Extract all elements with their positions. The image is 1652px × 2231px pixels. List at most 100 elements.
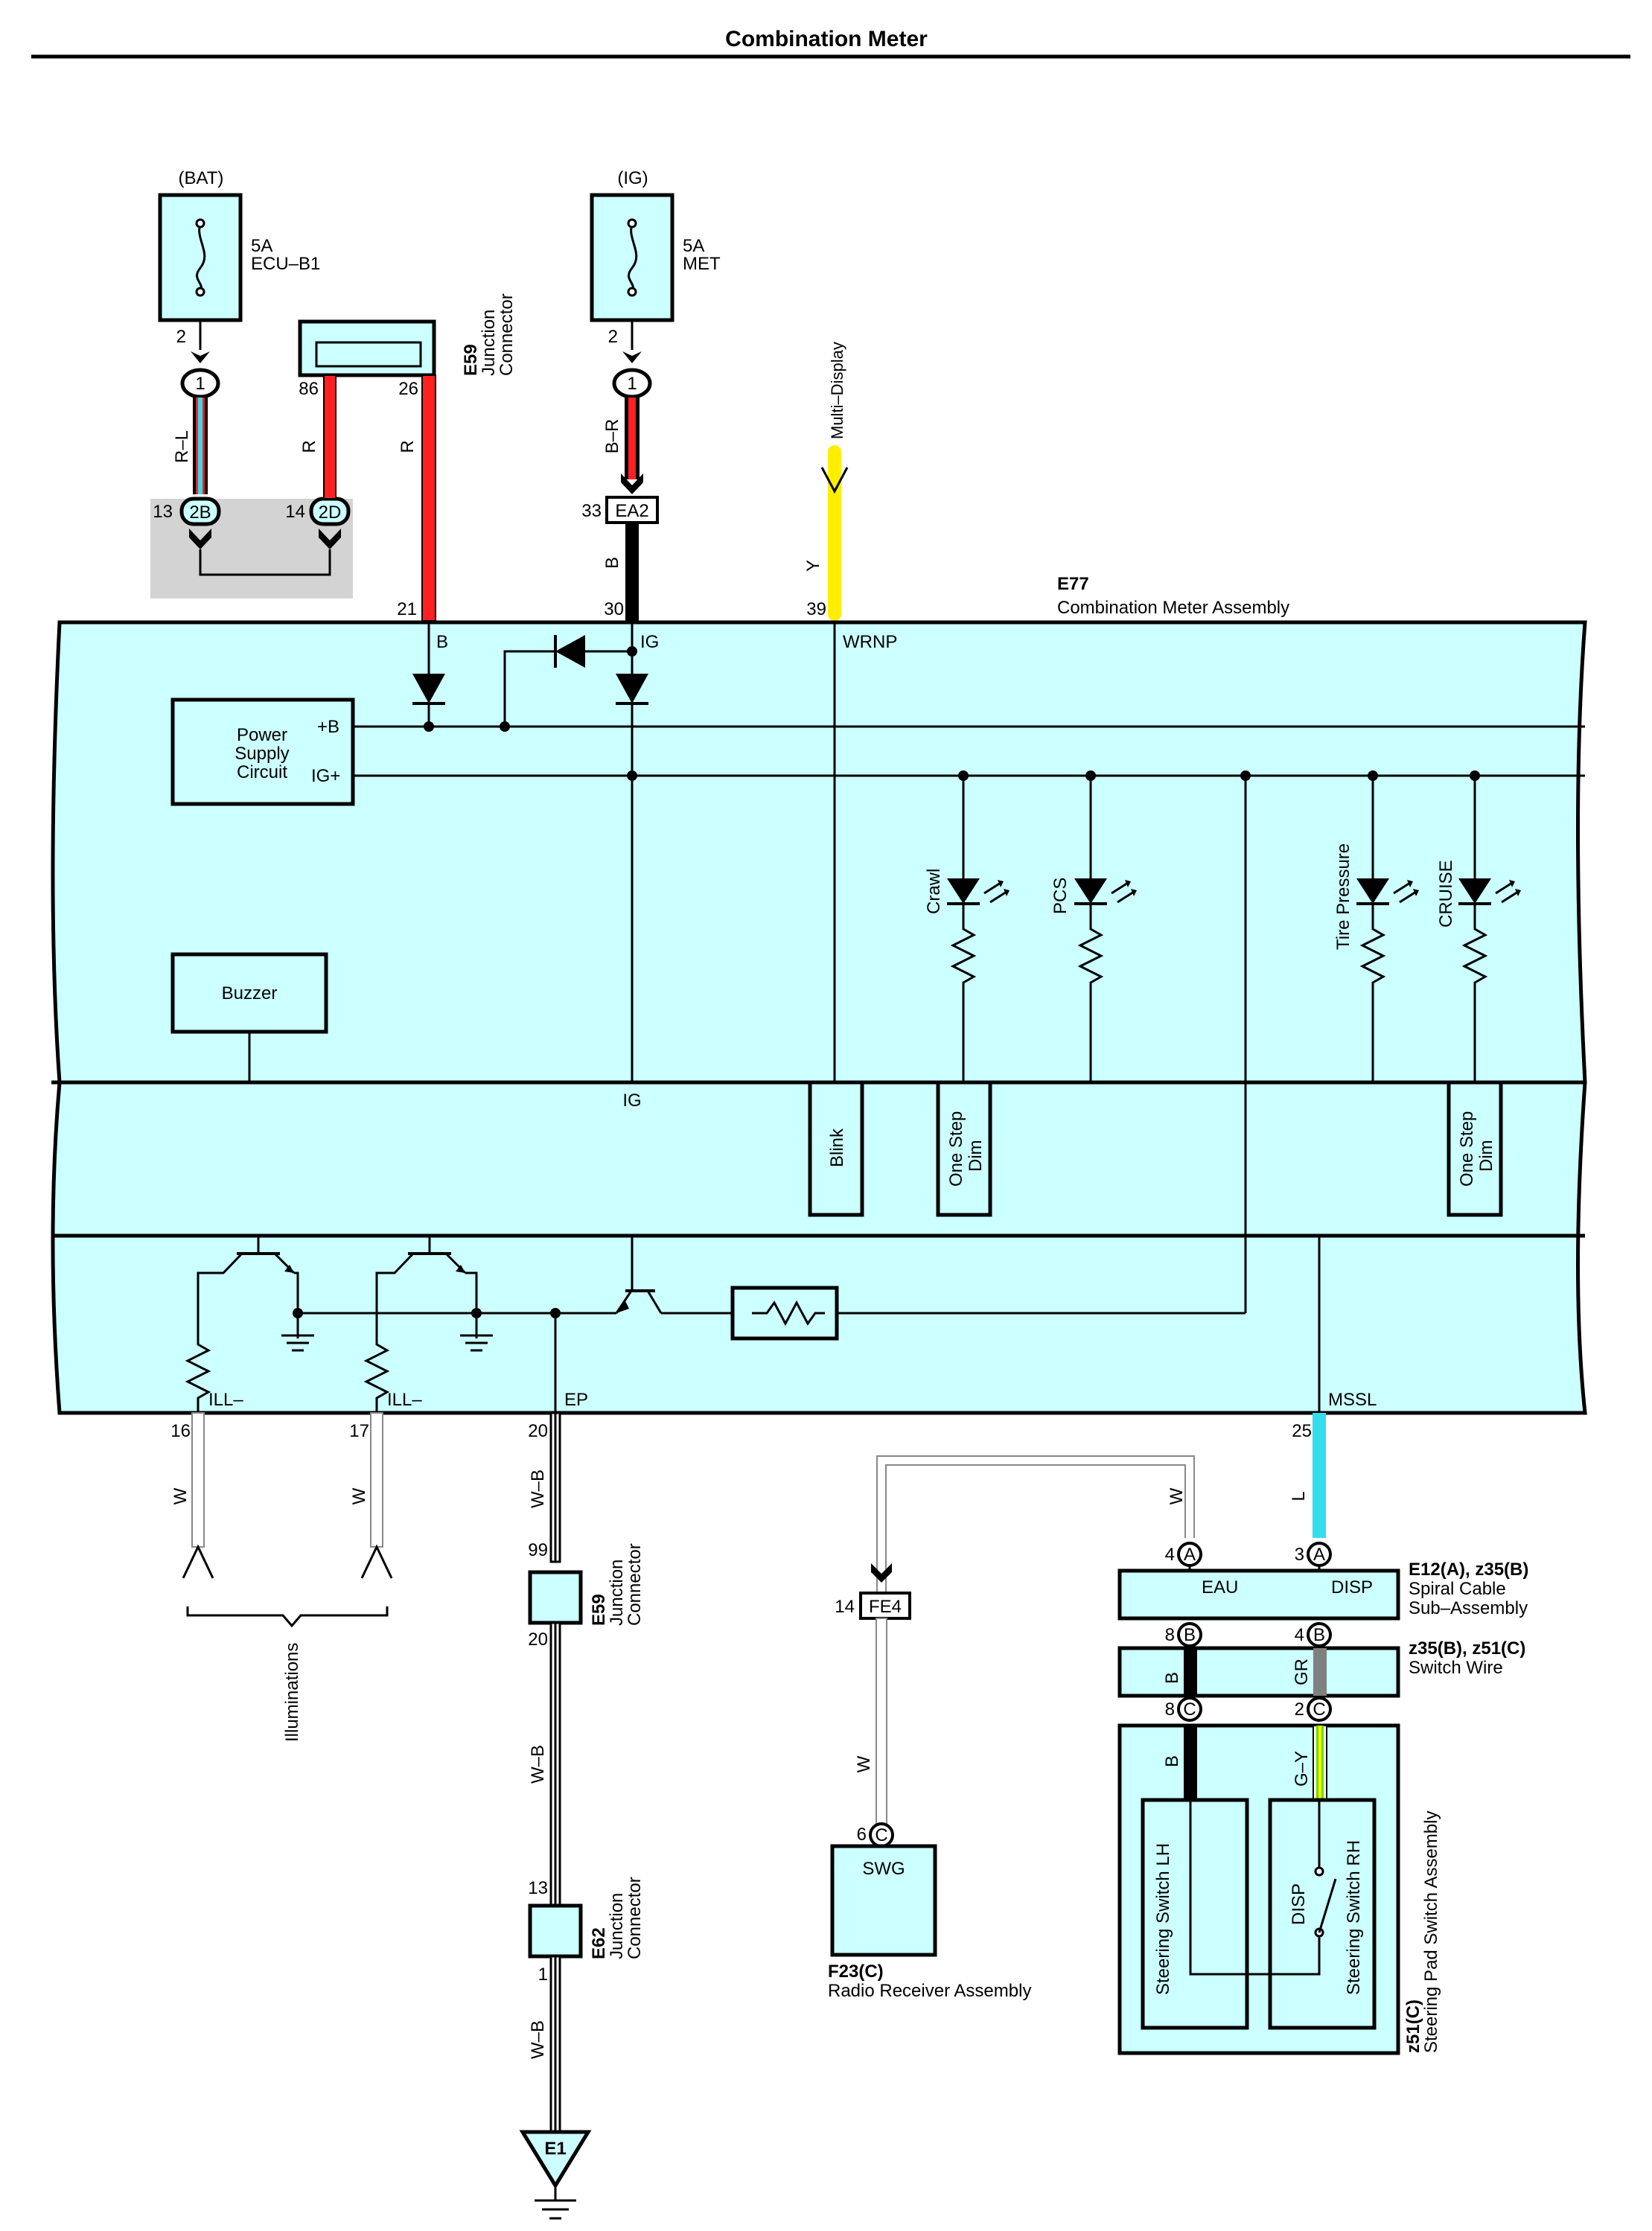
svg-text:A: A [1313,1545,1325,1565]
svg-text:FE4: FE4 [869,1597,902,1617]
wire-b-r: B–R [602,398,643,494]
svg-text:ILL–: ILL– [387,1390,422,1410]
svg-text:20: 20 [528,1630,548,1650]
svg-text:WRNP: WRNP [843,632,897,652]
spiral-cable-sub-assembly: 4 A 3 A EAU DISP E12(A), z35(B) Spiral C… [1117,1542,1528,1621]
svg-text:C: C [875,1825,887,1845]
svg-text:Blink: Blink [827,1128,847,1167]
fuse-rating: 5A [683,236,704,256]
wire-r-l: R–L [172,398,208,494]
svg-text:86: 86 [299,379,319,399]
svg-text:GR: GR [1292,1659,1312,1685]
svg-text:4: 4 [1295,1625,1304,1645]
svg-text:Steering Switch RH: Steering Switch RH [1344,1840,1364,1995]
power-supply-circuit [170,698,355,806]
svg-text:2B: 2B [189,502,211,523]
svg-text:EP: EP [564,1390,588,1410]
svg-text:B: B [1184,1625,1196,1645]
svg-text:W: W [854,1755,874,1772]
switch-wire-name: Switch Wire [1409,1658,1503,1678]
svg-text:Junction: Junction [607,1560,627,1626]
svg-text:E59: E59 [589,1594,609,1626]
svg-text:6: 6 [857,1825,867,1845]
svg-text:B: B [436,632,448,652]
svg-text:4: 4 [1165,1545,1175,1565]
junction-e62: 13 1 E62 Junction Connector [528,1877,645,1985]
svg-text:21: 21 [397,599,417,619]
svg-text:Power: Power [237,725,287,745]
fuse-name: ECU–B1 [251,254,320,274]
indicator-tire-pressure: Tire Pressure [1333,770,1419,1082]
svg-text:8: 8 [1165,1625,1175,1645]
wire-y-multi-display: Y Multi–Display [803,342,849,621]
e59-name-2: Connector [497,293,517,376]
fuse-symbol [628,223,638,293]
svg-text:R: R [398,440,418,453]
radio-receiver-assembly: 6 C SWG F23(C) Radio Receiver Assembly [828,1822,1031,2001]
svg-text:C: C [1313,1699,1325,1720]
svg-text:EAU: EAU [1202,1577,1238,1598]
svg-text:20: 20 [528,1421,548,1441]
svg-text:IG+: IG+ [311,766,340,786]
svg-text:W–B: W–B [528,1745,548,1784]
svg-text:z51(C): z51(C) [1403,1999,1423,2053]
svg-text:1: 1 [538,1965,548,1985]
svg-text:W–B: W–B [528,1469,548,1508]
svg-text:Steering Pad Switch Assembly: Steering Pad Switch Assembly [1421,1811,1441,2054]
svg-text:Buzzer: Buzzer [222,983,278,1003]
svg-text:R: R [299,440,319,453]
blink-block [808,1080,864,1217]
svg-text:W: W [349,1487,369,1504]
bat-pin: 2 [176,327,186,347]
combination-meter-assembly: E77 Combination Meter Assembly 21 30 39 … [51,574,1587,1441]
svg-text:C: C [1183,1699,1196,1720]
svg-text:IG: IG [622,1091,641,1111]
svg-text:ILL–: ILL– [208,1390,243,1410]
svg-text:+B: +B [317,717,339,737]
wire-b-ea2: B [602,523,639,621]
steering-pad-switch-assembly: B G–Y Steering Switch LH Steering Switch… [1117,1723,1441,2055]
illuminations-label: Illuminations [282,1643,302,1742]
wire-w-eau: W [876,1455,1195,1600]
svg-text:L: L [1289,1491,1309,1501]
svg-text:W: W [1167,1487,1187,1504]
svg-text:25: 25 [1292,1421,1312,1441]
svg-text:B: B [602,557,622,569]
switch-wire: 8 B 4 B B GR z35(B), z51(C) Switch Wire … [1117,1622,1525,1722]
connector-2b: 13 2B [153,497,221,549]
steering-switch-lh [1141,1798,1249,2030]
svg-text:Tire Pressure: Tire Pressure [1333,843,1353,950]
svg-text:IG: IG [640,632,659,652]
illuminations-brace [186,1606,389,1628]
svg-text:1: 1 [195,374,205,394]
svg-text:R–L: R–L [172,430,192,463]
fuse-name: MET [683,254,721,274]
svg-text:B: B [1162,1755,1182,1767]
steering-switch-rh [1268,1798,1377,2030]
svg-text:F23(C): F23(C) [828,1962,884,1982]
svg-text:Dim: Dim [966,1140,986,1172]
junction-e59-lower: 99 20 E59 Junction Connector [528,1540,645,1650]
fuse-met: (IG) 5A MET [590,168,721,322]
meter-id: E77 [1057,574,1089,594]
svg-text:33: 33 [581,501,602,521]
svg-text:39: 39 [806,599,826,619]
svg-text:13: 13 [528,1878,548,1898]
svg-text:One Step: One Step [946,1111,966,1187]
plug-arrow [622,351,642,363]
wire-ep-bottom: W–B [528,1955,561,2133]
svg-text:G–Y: G–Y [1292,1751,1312,1787]
svg-text:B–R: B–R [602,419,622,454]
diode-ig [616,674,648,703]
wire-ep-mid: W–B [528,1621,561,1907]
svg-text:E12(A), z35(B): E12(A), z35(B) [1409,1560,1528,1580]
svg-text:Circuit: Circuit [237,762,287,782]
indicator-crawl: Crawl [924,770,1010,1082]
one-step-dim-1 [936,1080,992,1217]
svg-text:16: 16 [170,1421,191,1441]
ig-pin: 2 [608,327,618,347]
svg-text:14: 14 [835,1597,855,1617]
svg-text:1: 1 [627,374,637,394]
wire-r-26: R [398,374,436,622]
svg-text:PCS: PCS [1050,878,1071,914]
